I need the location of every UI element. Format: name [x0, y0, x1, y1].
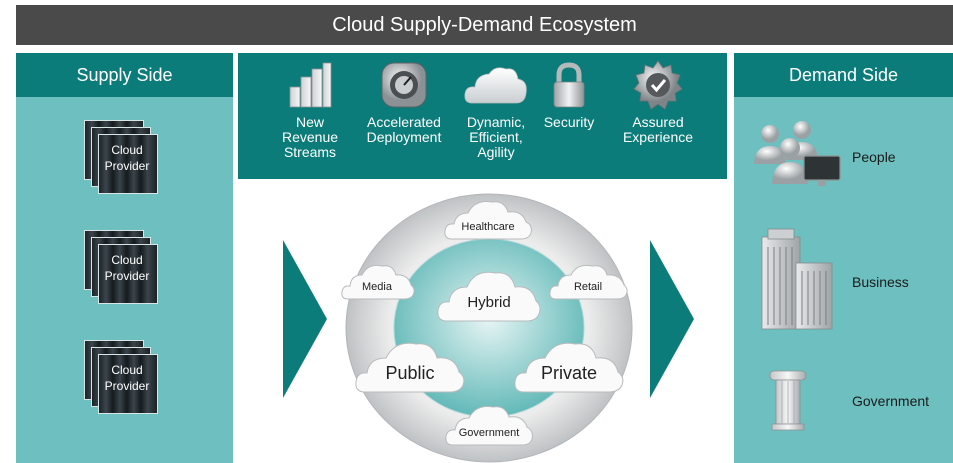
benefit-label: Dynamic, Efficient, Agility — [466, 114, 526, 160]
cloud-healthcare: Healthcare — [442, 195, 534, 243]
people-icon — [754, 121, 841, 186]
cloud-label: Private — [540, 363, 598, 383]
cloud-provider-label: Cloud Provider — [98, 252, 156, 284]
benefit-dynamic-efficient-agility: Dynamic, Efficient, Agility — [450, 59, 542, 160]
cloud-private: Private — [512, 336, 626, 396]
cloud-label: Retail — [573, 281, 603, 293]
cloud-retail: Retail — [547, 259, 629, 303]
benefit-label: New Revenue Streams — [281, 114, 339, 160]
flow-arrow-left — [283, 240, 327, 398]
cloud-label: Public — [385, 363, 435, 383]
provider-label-line1: Cloud — [111, 143, 143, 157]
benefit-new-revenue-streams: New Revenue Streams — [264, 59, 356, 160]
cloud-shape-icon — [444, 201, 532, 240]
cloud-provider-label: Cloud Provider — [98, 362, 156, 394]
demand-side-heading: Demand Side — [734, 53, 953, 97]
cloud-shape-icon — [445, 406, 533, 446]
supply-side-heading: Supply Side — [16, 53, 233, 97]
cloud-label: Hybrid — [467, 294, 511, 311]
cloud-media: Media — [339, 259, 415, 303]
cloud-ecosystem-ring: Healthcare Media Retail Hybrid Public Pr… — [341, 193, 633, 463]
cloud-icon — [464, 67, 527, 104]
benefit-security: Security — [523, 59, 615, 130]
cloud-label: Media — [362, 281, 392, 293]
speedometer-icon — [381, 62, 427, 108]
cloud-hybrid: Hybrid — [435, 265, 543, 325]
demand-label-people: People — [852, 149, 896, 165]
benefit-label: Accelerated Deployment — [366, 114, 442, 145]
cloud-label: Government — [458, 427, 520, 439]
benefit-assured-experience: Assured Experience — [612, 59, 704, 145]
cloud-shape-icon — [437, 271, 541, 322]
padlock-icon — [553, 62, 585, 108]
cloud-government: Government — [443, 399, 535, 449]
cloud-label: Healthcare — [461, 221, 515, 233]
cloud-shape-icon — [355, 342, 465, 393]
benefit-accelerated-deployment: Accelerated Deployment — [358, 59, 450, 145]
column-icon — [769, 370, 807, 431]
cloud-shape-icon — [341, 264, 415, 300]
provider-label-line2: Provider — [104, 269, 150, 283]
benefit-label: Assured Experience — [622, 114, 694, 145]
cloud-public: Public — [353, 336, 467, 396]
server-rack-icon — [98, 244, 158, 304]
provider-label-line2: Provider — [104, 379, 150, 393]
server-rack-icon — [98, 354, 158, 414]
cloud-provider-label: Cloud Provider — [98, 142, 156, 174]
checkmark-seal-icon — [633, 60, 683, 110]
demand-label-government: Government — [852, 393, 930, 409]
provider-label-line2: Provider — [104, 159, 150, 173]
page-title: Cloud Supply-Demand Ecosystem — [16, 5, 953, 45]
provider-label-line1: Cloud — [111, 363, 143, 377]
cloud-provider-3: Cloud Provider — [84, 340, 158, 414]
benefits-panel: New Revenue Streams Accelerated Deployme… — [238, 53, 727, 179]
benefit-label: Security — [543, 114, 595, 130]
flow-arrow-right — [650, 240, 694, 398]
provider-label-line1: Cloud — [111, 253, 143, 267]
building-icon — [761, 228, 833, 330]
server-rack-icon — [98, 134, 158, 194]
cloud-shape-icon — [549, 264, 628, 300]
cloud-provider-1: Cloud Provider — [84, 120, 158, 194]
cloud-provider-2: Cloud Provider — [84, 230, 158, 304]
cloud-shape-icon — [514, 342, 624, 393]
demand-label-business: Business — [852, 274, 909, 290]
bar-chart-icon — [289, 62, 332, 108]
